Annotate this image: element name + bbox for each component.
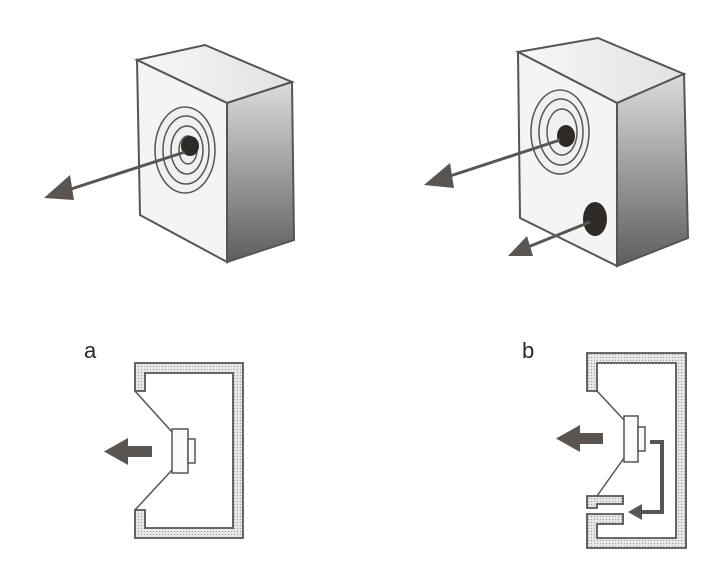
enclosure-wall [586,352,687,549]
panel-label-a: a [84,338,97,363]
box-side-face [616,72,690,268]
port-tube-wall [586,495,624,509]
driver-dust-cap [557,125,575,147]
ported-enclosure-cross-section [556,352,687,549]
sound-output-arrow [556,425,603,452]
ported-speaker-box-3d [424,36,690,268]
box-side-face [226,80,296,264]
woofer-driver [154,106,216,194]
port-output-arrow [508,220,591,256]
internal-airflow-arrow [628,440,664,520]
driver-dust-cap [181,136,199,156]
sound-output-arrow [424,138,561,188]
panel-label-b: b [522,338,535,363]
driver-cone [596,390,646,497]
driver-cone [134,390,196,511]
driver-magnet [171,428,189,474]
bass-reflex-port [583,202,607,236]
sound-output-arrow [104,438,152,465]
sealed-speaker-box-3d [44,43,296,264]
woofer-driver [530,89,590,175]
driver-magnet [623,415,639,463]
sealed-enclosure-cross-section [104,362,244,539]
sound-output-arrow [44,150,186,200]
enclosure-wall [134,362,244,539]
